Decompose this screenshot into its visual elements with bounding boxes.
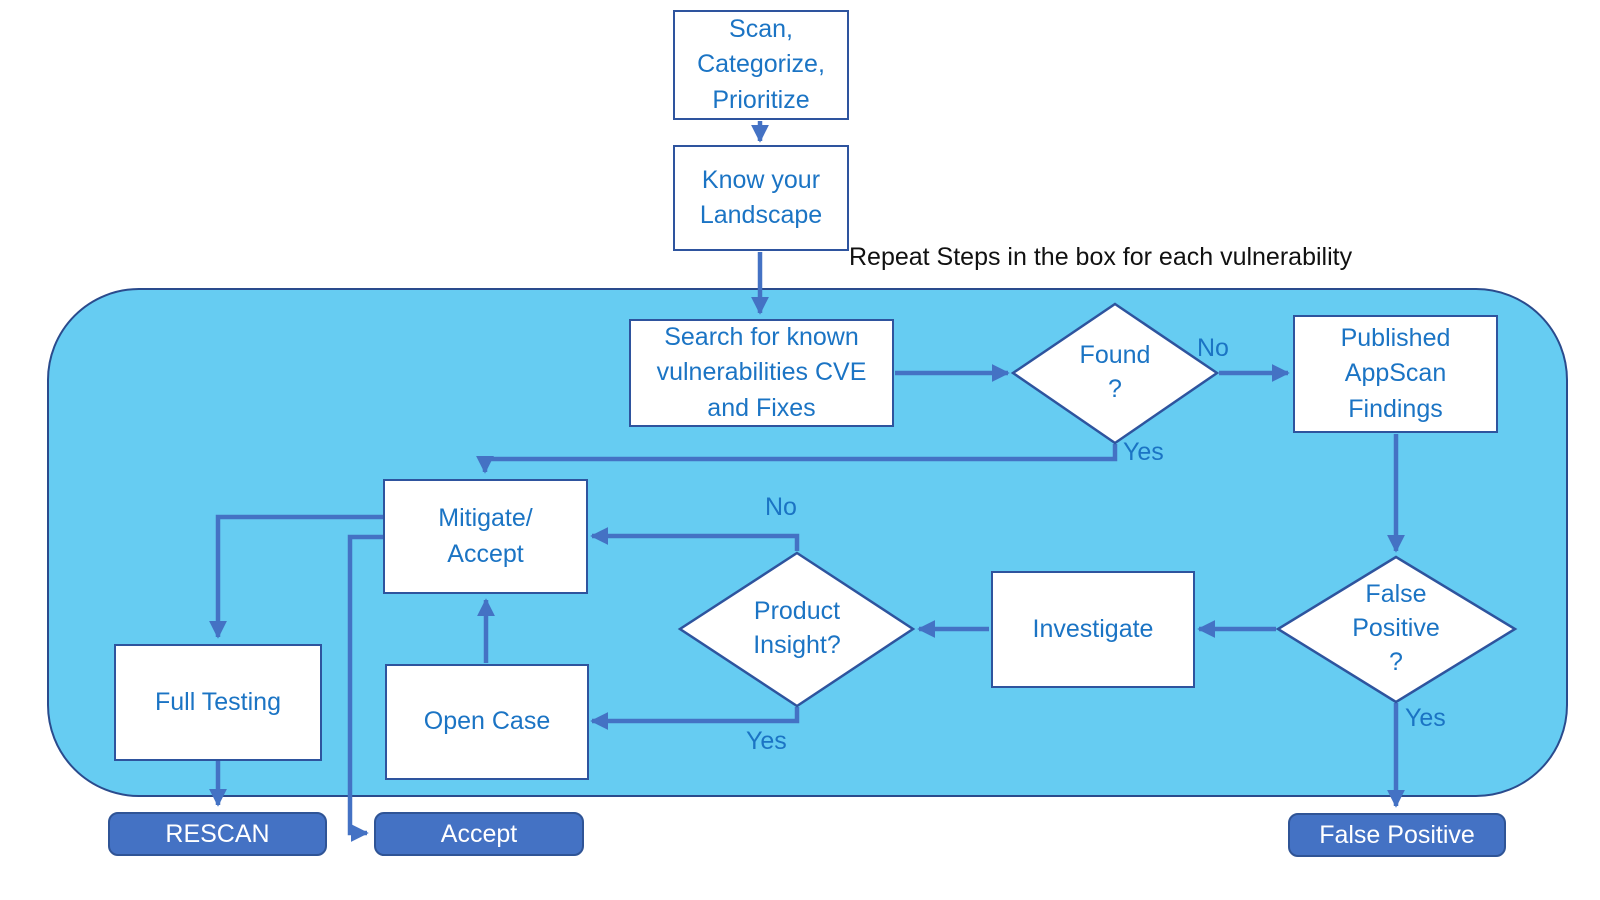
- investigate-box: Investigate: [991, 571, 1195, 688]
- open-case-box: Open Case: [385, 664, 589, 780]
- found-decision-diamond: [1010, 302, 1220, 445]
- published-appscan-findings-box: Published AppScan Findings: [1293, 315, 1498, 433]
- connector-mitigate-to-fulltesting: [209, 514, 383, 639]
- false-positive-button: False Positive: [1288, 813, 1506, 857]
- connector-mitigate-to-accept: [347, 534, 383, 842]
- connector-insight-no-to-mitigate: [590, 527, 800, 551]
- know-your-landscape-box: Know your Landscape: [673, 145, 849, 251]
- accept-button: Accept: [374, 812, 584, 856]
- edge-label-fp-yes: Yes: [1405, 704, 1446, 732]
- full-testing-box: Full Testing: [114, 644, 322, 761]
- rescan-button: RESCAN: [108, 812, 327, 856]
- mitigate-accept-box: Mitigate/ Accept: [383, 479, 588, 594]
- edge-label-found-yes: Yes: [1123, 438, 1164, 466]
- connector-found-yes-to-mitigate: [476, 444, 1118, 474]
- connector-insight-yes-to-opencase: [590, 707, 800, 730]
- edge-label-found-no: No: [1197, 334, 1229, 362]
- search-known-vulnerabilities-box: Search for known vulnerabilities CVE and…: [629, 319, 894, 427]
- scan-categorize-prioritize-box: Scan, Categorize, Prioritize: [673, 10, 849, 120]
- product-insight-decision-diamond: [677, 551, 916, 708]
- edge-label-insight-yes: Yes: [746, 727, 787, 755]
- edge-label-insight-no: No: [765, 493, 797, 521]
- false-positive-decision-diamond: [1275, 555, 1518, 704]
- repeat-steps-note: Repeat Steps in the box for each vulnera…: [849, 243, 1353, 271]
